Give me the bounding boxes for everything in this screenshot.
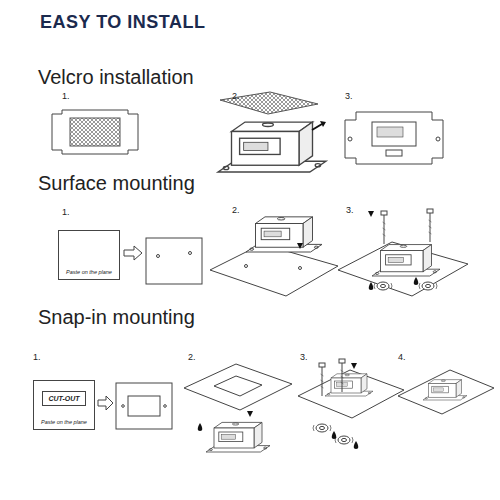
step-number: 1.: [62, 91, 70, 101]
section-heading: Surface mounting: [38, 172, 195, 195]
step-number: 2.: [232, 205, 240, 215]
cutout-mark: CUT-OUT: [42, 391, 85, 406]
page-title: EASY TO INSTALL: [40, 12, 206, 33]
template-sheet: CUT-OUT Paste on the plane: [33, 380, 95, 430]
template-note: Paste on the plane: [66, 269, 112, 275]
step-number: 2.: [188, 352, 196, 362]
template-sheet: Paste on the plane: [58, 230, 120, 280]
step-number: 3.: [300, 352, 308, 362]
section-heading: Snap-in mounting: [38, 306, 195, 329]
step-number: 1.: [33, 352, 41, 362]
step-number: 3.: [346, 205, 354, 215]
step-number: 2.: [232, 91, 240, 101]
section-heading: Velcro installation: [38, 66, 194, 89]
step-number: 1.: [62, 207, 70, 217]
template-note: Paste on the plane: [41, 419, 87, 425]
step-number: 4.: [398, 352, 406, 362]
step-number: 3.: [345, 91, 353, 101]
